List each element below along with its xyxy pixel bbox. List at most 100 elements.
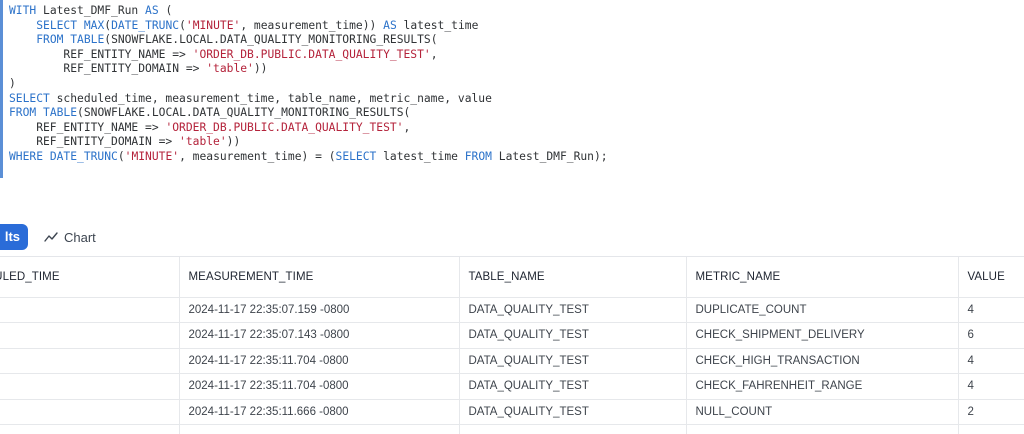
sql-keyword: SELECT <box>335 149 377 163</box>
code-line: FROM TABLE(SNOWFLAKE.LOCAL.DATA_QUALITY_… <box>9 33 608 48</box>
column-header-scheduled-time[interactable]: EDULED_TIME <box>0 257 180 298</box>
sql-text: , measurement_time) = ( <box>179 149 336 163</box>
value-cell[interactable]: 6 <box>958 322 1024 349</box>
sql-text: latest_time <box>396 18 479 32</box>
table-header-row: EDULED_TIME MEASUREMENT_TIME TABLE_NAME … <box>0 257 1024 298</box>
sql-text: Latest_DMF_Run); <box>491 149 608 163</box>
metric-name-cell[interactable] <box>686 424 959 434</box>
sql-text <box>36 106 43 119</box>
sql-keyword: FROM <box>464 149 492 163</box>
table-name-cell[interactable]: DATA_QUALITY_TEST <box>459 348 687 374</box>
sql-text: , <box>430 47 438 61</box>
code-line: SELECT scheduled_time, measurement_time,… <box>9 92 608 107</box>
metric-name-cell[interactable]: CHECK_HIGH_TRANSACTION <box>686 348 959 374</box>
table-row[interactable] <box>0 424 1024 434</box>
column-header-metric-name[interactable]: METRIC_NAME <box>686 257 959 298</box>
results-toolbar: lts Chart <box>0 216 1024 256</box>
sql-text: REF_ENTITY_NAME => <box>9 120 166 134</box>
sql-text: scheduled_time, measurement_time, table_… <box>49 91 492 105</box>
sql-editor[interactable]: WITH Latest_DMF_Run AS ( SELECT MAX(DATE… <box>0 0 1024 215</box>
code-line: REF_ENTITY_NAME => 'ORDER_DB.PUBLIC.DATA… <box>9 48 608 63</box>
sql-text: REF_ENTITY_DOMAIN => <box>9 135 180 149</box>
sql-string: 'ORDER_DB.PUBLIC.DATA_QUALITY_TEST' <box>165 120 404 134</box>
value-cell[interactable]: 4 <box>958 297 1024 323</box>
tab-chart[interactable]: Chart <box>44 224 96 250</box>
sql-text: ( <box>158 4 173 17</box>
sql-text: ( <box>117 149 125 163</box>
sql-text: (SNOWFLAKE.LOCAL.DATA_QUALITY_MONITORING… <box>77 106 411 120</box>
measurement-time-cell[interactable]: 2024-11-17 22:35:11.666 -0800 <box>179 399 460 425</box>
value-cell[interactable]: 4 <box>958 348 1024 374</box>
sql-keyword: AS <box>145 4 159 17</box>
table-name-cell[interactable]: DATA_QUALITY_TEST <box>459 322 687 349</box>
metric-name-cell[interactable]: CHECK_FAHRENHEIT_RANGE <box>686 373 959 400</box>
table-name-cell[interactable]: DATA_QUALITY_TEST <box>459 373 687 400</box>
scheduled-time-cell[interactable] <box>0 424 180 434</box>
table-name-cell[interactable]: DATA_QUALITY_TEST <box>459 399 687 425</box>
tab-results-label: lts <box>4 229 20 244</box>
measurement-time-cell[interactable]: 2024-11-17 22:35:11.704 -0800 <box>179 348 460 374</box>
tab-chart-label: Chart <box>64 229 96 245</box>
sql-string: 'MINUTE' <box>185 18 241 32</box>
sql-string: 'ORDER_DB.PUBLIC.DATA_QUALITY_TEST' <box>192 47 431 61</box>
code-line: REF_ENTITY_DOMAIN => 'table')) <box>9 62 608 77</box>
scheduled-time-cell[interactable] <box>0 399 180 425</box>
column-header-value[interactable]: VALUE <box>958 257 1024 298</box>
code-line: REF_ENTITY_DOMAIN => 'table')) <box>9 135 608 150</box>
sql-string: 'table' <box>179 135 227 149</box>
sql-text: , measurement_time)) <box>240 18 384 32</box>
sql-text: REF_ENTITY_NAME => <box>9 47 193 61</box>
sql-text: Latest_DMF_Run <box>36 4 146 17</box>
sql-text: REF_ENTITY_DOMAIN => <box>9 62 207 76</box>
value-cell[interactable]: 4 <box>958 373 1024 400</box>
metric-name-cell[interactable]: NULL_COUNT <box>686 399 959 425</box>
table-name-cell[interactable]: DATA_QUALITY_TEST <box>459 297 687 323</box>
sql-text: )) <box>253 62 268 76</box>
scheduled-time-cell[interactable] <box>0 373 180 400</box>
table-name-cell[interactable] <box>459 424 687 434</box>
sql-text: (SNOWFLAKE.LOCAL.DATA_QUALITY_MONITORING… <box>104 33 438 47</box>
sql-keyword: TABLE <box>43 106 78 120</box>
sql-text <box>43 150 50 163</box>
measurement-time-cell[interactable] <box>179 424 460 434</box>
sql-code[interactable]: WITH Latest_DMF_Run AS ( SELECT MAX(DATE… <box>9 4 608 165</box>
measurement-time-cell[interactable]: 2024-11-17 22:35:07.159 -0800 <box>179 297 460 323</box>
scheduled-time-cell[interactable] <box>0 348 180 374</box>
column-header-measurement-time[interactable]: MEASUREMENT_TIME <box>179 257 460 298</box>
sql-keyword: FROM <box>9 106 37 120</box>
metric-name-cell[interactable]: CHECK_SHIPMENT_DELIVERY <box>686 322 959 349</box>
sql-keyword: AS <box>383 18 397 32</box>
scheduled-time-cell[interactable] <box>0 322 180 349</box>
code-line: REF_ENTITY_NAME => 'ORDER_DB.PUBLIC.DATA… <box>9 121 608 136</box>
measurement-time-cell[interactable]: 2024-11-17 22:35:11.704 -0800 <box>179 373 460 400</box>
sql-keyword: DATE_TRUNC <box>49 149 118 163</box>
measurement-time-cell[interactable]: 2024-11-17 22:35:07.143 -0800 <box>179 322 460 349</box>
value-cell[interactable] <box>958 424 1024 434</box>
value-cell[interactable]: 2 <box>958 399 1024 425</box>
column-header-table-name[interactable]: TABLE_NAME <box>459 257 687 298</box>
sql-keyword: DATE_TRUNC <box>111 18 180 32</box>
results-grid[interactable]: EDULED_TIME MEASUREMENT_TIME TABLE_NAME … <box>0 256 1024 434</box>
sql-keyword: SELECT <box>36 18 78 32</box>
results-table: EDULED_TIME MEASUREMENT_TIME TABLE_NAME … <box>0 257 1024 434</box>
sql-keyword: WITH <box>9 4 37 17</box>
sql-string: 'MINUTE' <box>124 149 180 163</box>
sql-text: , <box>403 120 411 134</box>
tab-results[interactable]: lts <box>0 224 28 250</box>
sql-text: ( <box>104 18 112 32</box>
code-line: SELECT MAX(DATE_TRUNC('MINUTE', measurem… <box>9 19 608 34</box>
scheduled-time-cell[interactable] <box>0 297 180 323</box>
sql-text <box>77 19 84 32</box>
metric-name-cell[interactable]: DUPLICATE_COUNT <box>686 297 959 323</box>
code-line: ) <box>9 77 608 92</box>
sql-text: ( <box>179 18 186 32</box>
sql-text <box>9 33 36 46</box>
sql-text <box>9 19 36 32</box>
code-line: WHERE DATE_TRUNC('MINUTE', measurement_t… <box>9 150 608 165</box>
active-query-marker <box>0 0 3 178</box>
